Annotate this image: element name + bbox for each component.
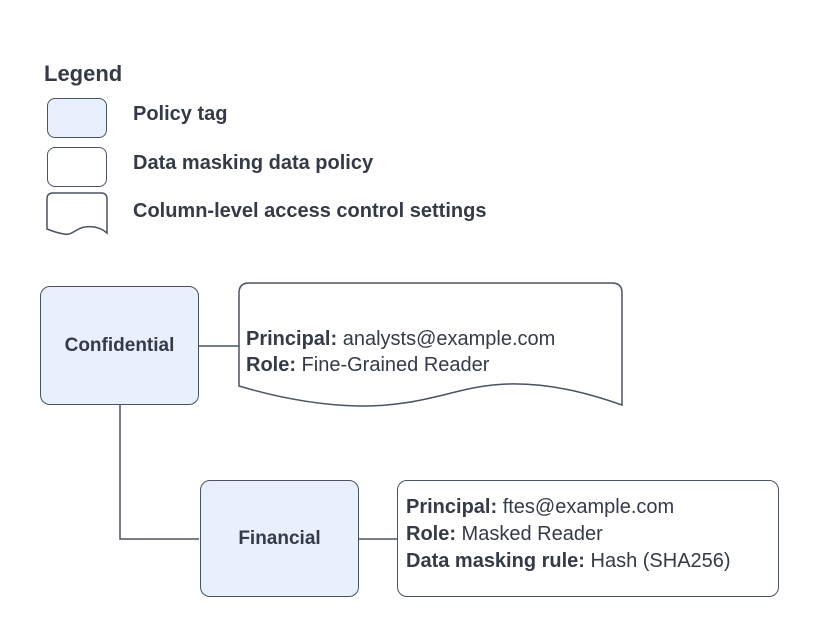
field-label-masking-rule: Data masking rule: [406, 550, 585, 572]
policy-tag-node-financial: Financial [200, 480, 359, 597]
legend-label-column-level-access: Column-level access control settings [133, 200, 487, 222]
legend-label-policy-tag: Policy tag [133, 103, 228, 125]
field-value-principal: ftes@example.com [497, 496, 675, 518]
annotation-line-role: Role: Masked Reader [406, 521, 774, 548]
field-label-principal: Principal: [406, 496, 498, 518]
connector-confidential-to-financial [119, 404, 199, 540]
annotation-line-role: Role: Fine-Grained Reader [246, 352, 616, 378]
legend-policy-tag-swatch [47, 98, 107, 138]
field-label-role: Role: [246, 354, 296, 376]
annotation-financial-masking-box [397, 480, 779, 597]
node-label-financial: Financial [238, 527, 321, 549]
annotation-confidential-access-document-shape [238, 282, 623, 407]
field-value-role: Masked Reader [456, 523, 603, 545]
legend-data-policy-swatch [47, 147, 107, 187]
field-label-principal: Principal: [246, 328, 338, 350]
field-value-masking-rule: Hash (SHA256) [584, 550, 731, 572]
policy-tag-node-confidential: Confidential [40, 286, 199, 405]
field-value-principal: analysts@example.com [337, 328, 556, 350]
legend-title: Legend [44, 61, 123, 86]
annotation-line-masking-rule: Data masking rule: Hash (SHA256) [406, 548, 774, 575]
annotation-line-principal: Principal: ftes@example.com [406, 494, 774, 521]
legend-label-data-masking-policy: Data masking data policy [133, 152, 374, 174]
field-label-role: Role: [406, 523, 456, 545]
node-label-confidential: Confidential [64, 334, 175, 356]
field-value-role: Fine-Grained Reader [296, 354, 490, 376]
annotation-financial-masking-text: Principal: ftes@example.com Role: Masked… [406, 494, 774, 575]
annotation-confidential-access-text: Principal: analysts@example.com Role: Fi… [246, 326, 616, 378]
annotation-line-principal: Principal: analysts@example.com [246, 326, 616, 352]
legend-document-swatch [46, 192, 108, 236]
